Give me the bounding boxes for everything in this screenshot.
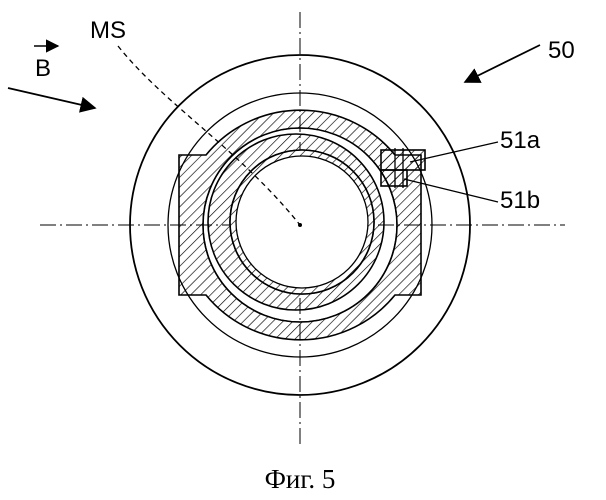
vector-b-label: B	[35, 55, 51, 82]
part-51b-label: 51b	[500, 187, 540, 214]
part-50-arrow	[465, 45, 540, 82]
direction-arrow	[8, 88, 95, 108]
ms-label: MS	[90, 17, 126, 44]
part-51a-label: 51a	[500, 127, 541, 154]
figure-caption: Фиг. 5	[265, 464, 336, 494]
part-50-label: 50	[548, 37, 575, 64]
